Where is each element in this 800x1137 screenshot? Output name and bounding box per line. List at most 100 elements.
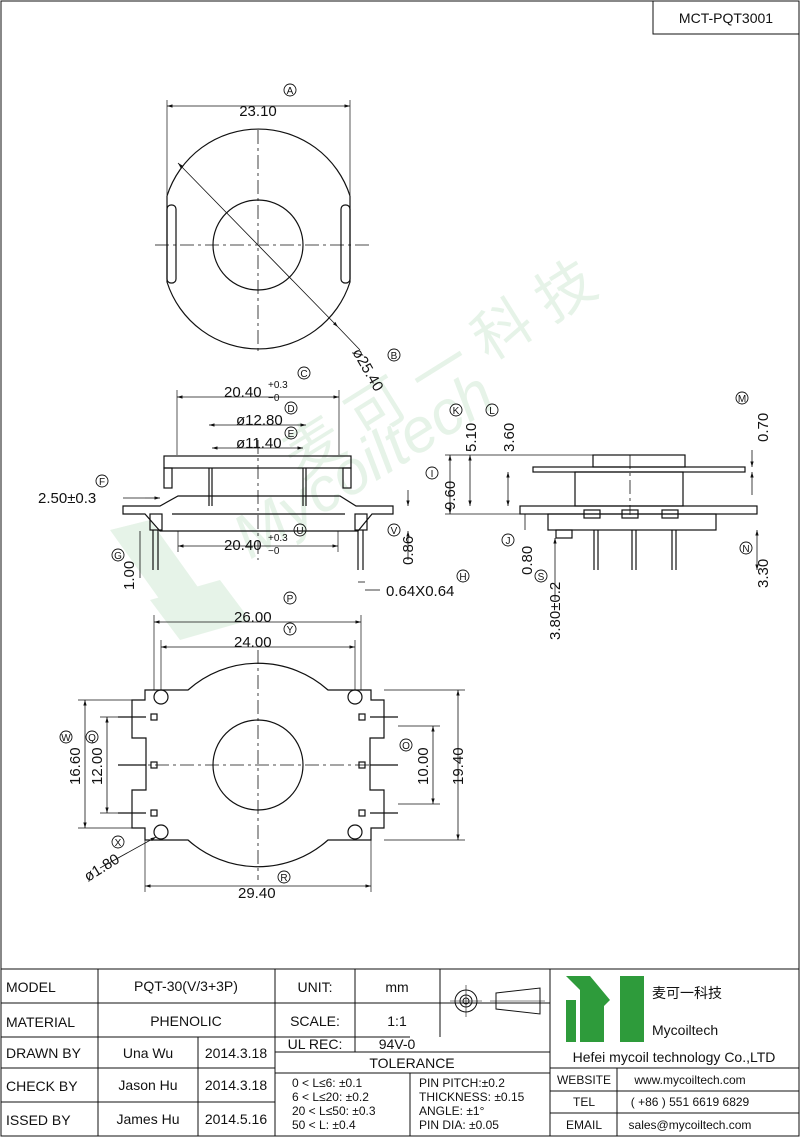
drawing-number: MCT-PQT3001 bbox=[679, 10, 773, 26]
dim-base-width: 20.40 bbox=[224, 537, 262, 554]
website-value: www.mycoiltech.com bbox=[633, 1073, 745, 1087]
tol-line-1: 0 < L≤6: ±0.1 bbox=[292, 1076, 363, 1090]
balloon-h: H bbox=[459, 572, 466, 583]
check-date: 2014.3.18 bbox=[205, 1077, 267, 1093]
drawn-date: 2014.3.18 bbox=[205, 1045, 267, 1061]
balloon-o: O bbox=[402, 741, 410, 752]
dim-bottom-1660: 16.60 bbox=[67, 747, 84, 785]
dim-inner-dia: ø11.40 bbox=[236, 435, 282, 452]
balloon-j: J bbox=[506, 536, 511, 547]
dim-side-070: 0.70 bbox=[755, 413, 772, 442]
ul-value: 94V-0 bbox=[379, 1036, 416, 1052]
title-block bbox=[1, 968, 799, 1136]
balloon-f: F bbox=[99, 477, 105, 488]
balloon-n: N bbox=[742, 544, 749, 555]
dim-flange-tol-plus: +0.3 bbox=[268, 380, 288, 391]
balloon-x: X bbox=[115, 838, 122, 849]
dim-bottom-2400: 24.00 bbox=[234, 634, 272, 651]
dim-side-330: 3.30 bbox=[755, 559, 772, 588]
bottom-view bbox=[78, 615, 465, 892]
email-value: sales@mycoiltech.com bbox=[629, 1118, 752, 1132]
balloon-q: Q bbox=[88, 733, 96, 744]
issued-name: James Hu bbox=[116, 1111, 179, 1127]
dim-side-height: 9.60 bbox=[442, 481, 459, 510]
dim-pin-size: 0.64X0.64 bbox=[386, 583, 454, 600]
dim-bottom-1000: 10.00 bbox=[415, 747, 432, 785]
dim-hole-dia: ø1.80 bbox=[81, 851, 123, 886]
watermark: 麦 可 一 科 技 Mycoiltech bbox=[110, 248, 607, 640]
dim-side-360: 3.60 bbox=[501, 423, 518, 452]
material-value: PHENOLIC bbox=[150, 1013, 222, 1029]
scale-label: SCALE: bbox=[290, 1013, 340, 1029]
balloon-w: W bbox=[61, 733, 71, 744]
issued-label: ISSED BY bbox=[6, 1112, 71, 1128]
tel-label: TEL bbox=[573, 1095, 595, 1109]
company-full-name: Hefei mycoil technology Co.,LTD bbox=[573, 1049, 776, 1065]
model-value: PQT-30(V/3+3P) bbox=[134, 978, 238, 994]
email-label: EMAIL bbox=[566, 1118, 602, 1132]
front-view bbox=[122, 390, 410, 591]
scale-value: 1:1 bbox=[387, 1013, 407, 1029]
material-label: MATERIAL bbox=[6, 1014, 75, 1030]
dim-flange-tol-minus: −0 bbox=[268, 393, 280, 404]
angle: ANGLE: ±1° bbox=[419, 1104, 485, 1118]
dim-bottom-2600: 26.00 bbox=[234, 609, 272, 626]
balloon-m: M bbox=[738, 394, 746, 405]
balloon-c: C bbox=[300, 369, 307, 380]
balloons bbox=[59, 83, 753, 884]
top-view bbox=[155, 100, 370, 355]
dim-bottom-1200: 12.00 bbox=[89, 747, 106, 785]
dim-outer-dia: ø12.80 bbox=[236, 412, 283, 429]
dim-g-100: 1.00 bbox=[121, 561, 138, 590]
drawing-number-box: MCT-PQT3001 bbox=[652, 0, 800, 35]
pin-dia: PIN DIA: ±0.05 bbox=[419, 1118, 499, 1132]
tol-line-3: 20 < L≤50: ±0.3 bbox=[292, 1104, 376, 1118]
issued-date: 2014.5.16 bbox=[205, 1111, 267, 1127]
pin-pitch: PIN PITCH:±0.2 bbox=[419, 1076, 505, 1090]
balloon-l: L bbox=[489, 406, 495, 417]
website-label: WEBSITE bbox=[557, 1073, 611, 1087]
tolerance-label: TOLERANCE bbox=[369, 1055, 454, 1071]
unit-value: mm bbox=[385, 979, 408, 995]
dim-bottom-2940: 29.40 bbox=[238, 885, 276, 902]
balloon-e: E bbox=[288, 429, 295, 440]
dim-flange-width: 20.40 bbox=[224, 384, 262, 401]
drawn-label: DRAWN BY bbox=[6, 1045, 82, 1061]
model-label: MODEL bbox=[6, 979, 56, 995]
check-label: CHECK BY bbox=[6, 1078, 78, 1094]
check-name: Jason Hu bbox=[118, 1077, 177, 1093]
balloon-y: Y bbox=[287, 625, 294, 636]
dim-bottom-1940: 19.40 bbox=[450, 747, 467, 785]
company-brand: Mycoiltech bbox=[652, 1022, 718, 1038]
balloon-k: K bbox=[453, 406, 460, 417]
balloon-a: A bbox=[287, 86, 294, 97]
balloon-v: V bbox=[391, 526, 398, 537]
tel-value: ( +86 ) 551 6619 6829 bbox=[631, 1095, 750, 1109]
side-view bbox=[445, 450, 759, 600]
top-view-slot-left bbox=[166, 204, 177, 284]
dim-side-510: 5.10 bbox=[463, 423, 480, 452]
top-view-slot-right bbox=[340, 204, 351, 284]
balloon-d: D bbox=[287, 404, 294, 415]
drawn-name: Una Wu bbox=[123, 1045, 173, 1061]
company-logo bbox=[566, 976, 644, 1042]
tol-line-4: 50 < L: ±0.4 bbox=[292, 1118, 356, 1132]
ul-label: UL REC: bbox=[288, 1036, 343, 1052]
dim-top-width: 23.10 bbox=[239, 103, 277, 120]
dim-base-height: 0.86 bbox=[400, 536, 417, 565]
unit-label: UNIT: bbox=[298, 979, 333, 995]
balloon-r: R bbox=[280, 873, 287, 884]
balloon-g: G bbox=[114, 551, 122, 562]
dim-base-tol-plus: +0.3 bbox=[268, 533, 288, 544]
dim-pin-offset: 2.50±0.3 bbox=[38, 490, 96, 507]
tol-line-2: 6 < L≤20: ±0.2 bbox=[292, 1090, 369, 1104]
balloon-u: U bbox=[296, 526, 303, 537]
company-chinese-name: 麦可一科技 bbox=[652, 985, 722, 1001]
balloon-s: S bbox=[538, 572, 545, 583]
balloon-i: I bbox=[431, 469, 434, 480]
dim-base-tol-minus: −0 bbox=[268, 546, 280, 557]
top-view-outline bbox=[166, 128, 351, 350]
dim-side-080: 0.80 bbox=[519, 546, 536, 575]
